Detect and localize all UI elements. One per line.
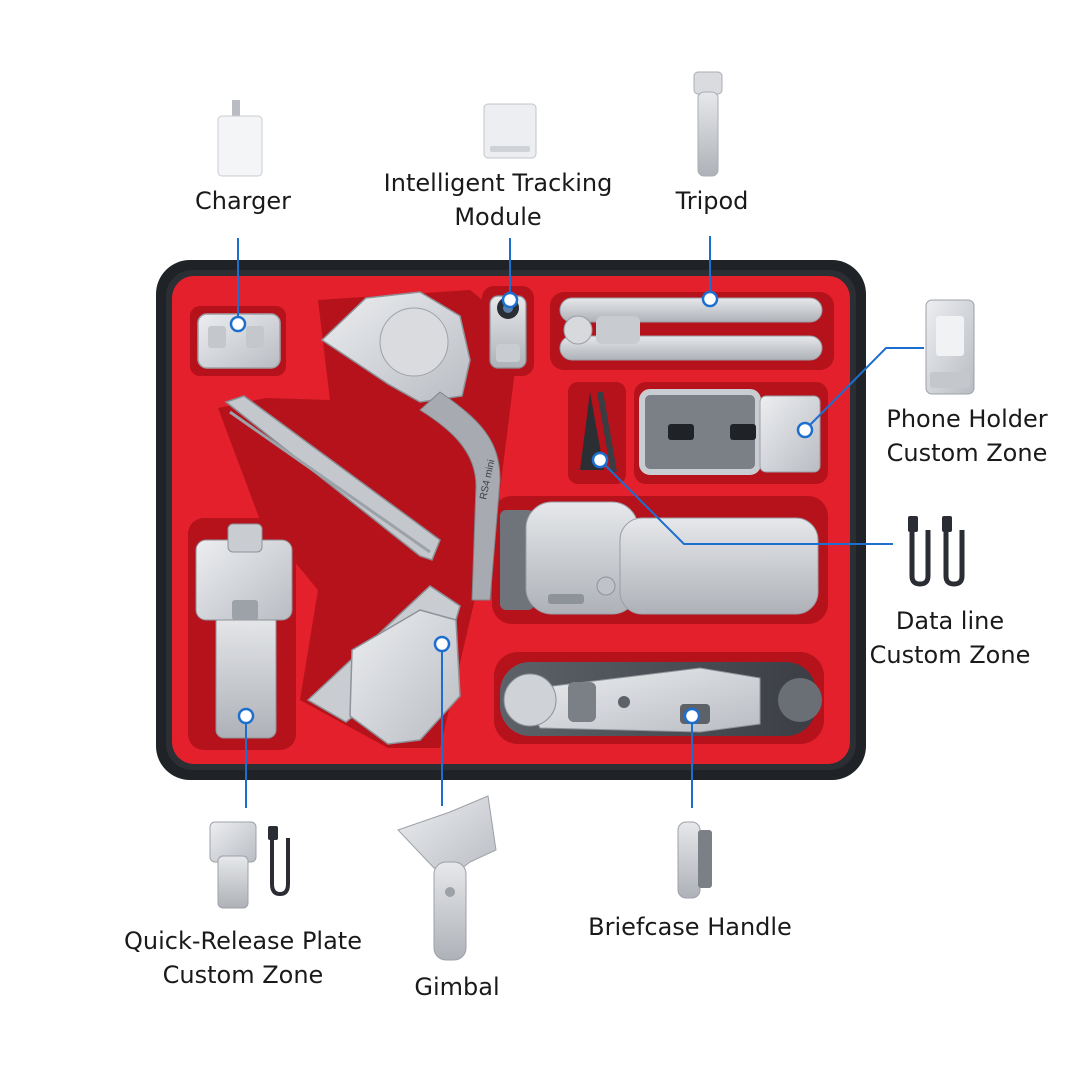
gimbal-label-text: Gimbal [414, 973, 500, 1001]
gimbal-label: Gimbal [414, 970, 499, 1004]
tripod-callout-dot [701, 290, 719, 308]
charger-in-case [197, 313, 281, 369]
phone-holder-label-line1: Phone Holder [886, 405, 1048, 433]
quick-release-label: Quick-Release Plate Custom Zone [124, 924, 362, 992]
data-line-label-line1: Data line [895, 607, 1005, 635]
tripod-in-case [559, 297, 823, 361]
tracking-module-label: Intelligent Tracking Module [384, 166, 613, 234]
cable-in-case [580, 391, 617, 473]
tracking-module-label-line1: Intelligent Tracking [383, 169, 613, 197]
quick-release-label-line1: Quick-Release Plate [124, 927, 362, 955]
gimbal-in-case: RS4 mini [224, 291, 501, 745]
tripod-thumbnail [693, 71, 723, 177]
briefcase-handle-in-case [500, 662, 822, 736]
data-line-label-line2: Custom Zone [869, 641, 1031, 669]
briefcase-handle-label: Briefcase Handle [588, 910, 792, 944]
phone-holder-label-line2: Custom Zone [886, 439, 1048, 467]
quick-release-label-line2: Custom Zone [162, 961, 324, 989]
gimbal-grip-in-case [500, 501, 819, 615]
briefcase-handle-callout-dot [683, 707, 701, 725]
gimbal-callout-dot [433, 635, 451, 653]
tripod-label-text: Tripod [675, 187, 749, 215]
data-line-callout-dot [591, 451, 609, 469]
phone-holder-callout-line [804, 347, 924, 431]
callout-dots [229, 290, 814, 725]
tripod-label: Tripod [676, 184, 749, 218]
callout-lines [237, 236, 924, 808]
tracking-module-label-line2: Module [454, 203, 542, 231]
phone-holder-callout-dot [796, 421, 814, 439]
tracking-module-callout-dot [501, 291, 519, 309]
briefcase-handle-label-text: Briefcase Handle [588, 913, 792, 941]
quick-release-thumbnail [209, 821, 290, 909]
quick-release-callout-dot [237, 707, 255, 725]
tracking-module-in-case [489, 295, 527, 369]
charger-thumbnail [217, 100, 263, 177]
tracking-module-thumbnail [483, 103, 537, 159]
charger-label-text: Charger [195, 187, 291, 215]
phone-holder-thumbnail [925, 299, 975, 395]
gimbal-thumbnail [397, 795, 497, 961]
data-line-callout-line [599, 459, 893, 545]
charger-callout-dot [229, 315, 247, 333]
quick-release-plate-in-case [195, 523, 293, 739]
briefcase-handle-thumbnail [677, 821, 712, 899]
phone-holder-in-case [639, 389, 821, 475]
data-line-thumbnail [908, 516, 965, 587]
data-line-label: Data line Custom Zone [870, 604, 1031, 672]
phone-holder-label: Phone Holder Custom Zone [886, 402, 1047, 470]
charger-label: Charger [195, 184, 291, 218]
